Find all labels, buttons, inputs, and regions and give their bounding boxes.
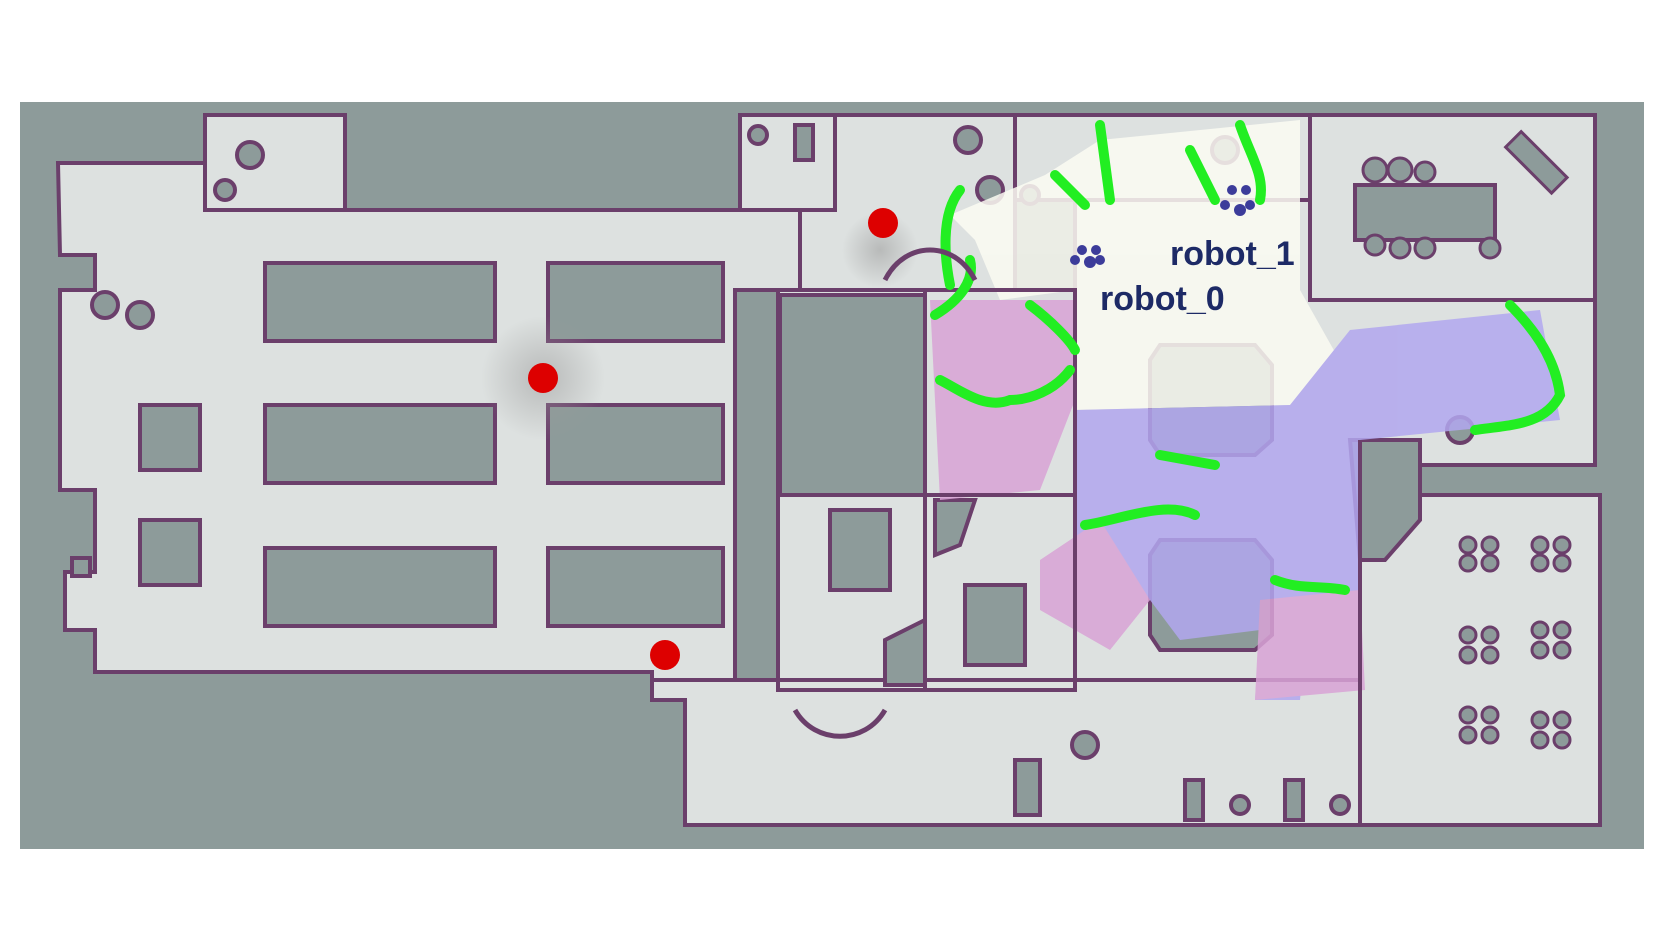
door-arcs [792, 247, 978, 739]
robot-marker-robot_0 [1070, 245, 1105, 268]
goal-point [528, 363, 558, 393]
goal-point [650, 640, 680, 670]
table-groups [1361, 129, 1572, 750]
goal-markers [481, 208, 918, 670]
robot-label-robot_0: robot_0 [1100, 280, 1225, 318]
goal-point [868, 208, 898, 238]
central-walls [776, 115, 1362, 825]
frontiers [930, 120, 1566, 595]
robot-label-robot_1: robot_1 [1170, 235, 1295, 273]
robot-marker-robot_1 [1220, 185, 1255, 216]
